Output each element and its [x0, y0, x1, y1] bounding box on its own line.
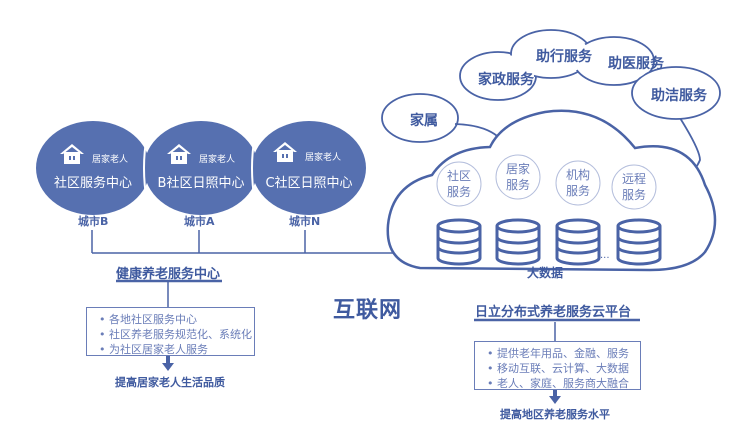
service-line: 社区	[446, 169, 471, 183]
service-label: 远程服务	[614, 171, 654, 203]
bullet-item: 提供老年用品、金融、服务	[487, 346, 640, 361]
service-line: 居家	[505, 162, 530, 176]
right-panel-box: 提供老年用品、金融、服务 移动互联、云计算、大数据 老人、家庭、服务商大融合	[474, 341, 641, 390]
service-circle	[436, 161, 482, 207]
city-label: 城市B	[78, 215, 109, 228]
resident-label: 居家老人	[199, 155, 236, 165]
seam	[251, 134, 256, 203]
center-circle-2	[144, 121, 258, 215]
center-name: C社区日照中心	[265, 176, 353, 191]
service-label: 社区服务	[439, 168, 479, 200]
bubble-cleaning: 助洁服务	[651, 88, 707, 104]
down-arrow-icon	[162, 355, 174, 371]
bullet-item: 各地社区服务中心	[99, 312, 254, 327]
down-arrow-icon	[549, 388, 561, 404]
city-label: 城市N	[289, 215, 321, 228]
bubble-family: 家属	[410, 113, 438, 129]
left-panel-title: 健康养老服务中心	[116, 267, 221, 282]
center-circle-1	[36, 121, 150, 215]
database-icon	[616, 218, 662, 266]
service-line: 机构	[565, 168, 590, 182]
seam	[143, 134, 148, 203]
center-name: B社区日照中心	[157, 176, 245, 191]
database-icon	[436, 218, 482, 266]
service-circle	[611, 164, 657, 210]
service-circle	[495, 154, 541, 200]
bubble-mobility: 助行服务	[536, 49, 592, 65]
city-connector	[91, 230, 556, 341]
bullet-item: 老人、家庭、服务商大融合	[487, 376, 640, 391]
left-panel-result: 提高居家老人生活品质	[115, 376, 225, 389]
bullet-item: 社区养老服务规范化、系统化	[99, 327, 254, 342]
service-line: 服务	[446, 185, 471, 199]
house-icon	[273, 142, 297, 162]
resident-label: 居家老人	[92, 155, 129, 165]
database-icon	[555, 218, 601, 266]
service-circle	[555, 160, 601, 206]
right-panel-title: 日立分布式养老服务云平台	[475, 305, 632, 320]
center-circle-3	[252, 121, 366, 215]
service-line: 远程	[621, 172, 646, 186]
ellipsis: ...	[600, 250, 610, 261]
house-icon	[167, 144, 191, 164]
city-label: 城市A	[184, 215, 215, 228]
internet-label: 互联网	[333, 298, 403, 323]
service-label: 机构服务	[558, 167, 598, 199]
house-icon	[60, 144, 84, 164]
right-panel-result: 提高地区养老服务水平	[500, 408, 610, 421]
bullet-item: 移动互联、云计算、大数据	[487, 361, 640, 376]
service-line: 服务	[505, 178, 530, 192]
big-data-label: 大数据	[527, 266, 564, 280]
bubble-housekeeping: 家政服务	[478, 72, 534, 88]
service-label: 居家服务	[498, 161, 538, 193]
bubble-medical: 助医服务	[608, 56, 664, 72]
center-name: 社区服务中心	[53, 176, 132, 191]
service-line: 服务	[565, 184, 590, 198]
service-line: 服务	[621, 188, 646, 202]
resident-label: 居家老人	[305, 153, 342, 163]
bullet-item: 为社区居家老人服务	[99, 342, 254, 357]
bubble-mask	[384, 32, 718, 140]
left-panel-box: 各地社区服务中心 社区养老服务规范化、系统化 为社区居家老人服务	[86, 307, 255, 356]
database-icon	[495, 218, 541, 266]
